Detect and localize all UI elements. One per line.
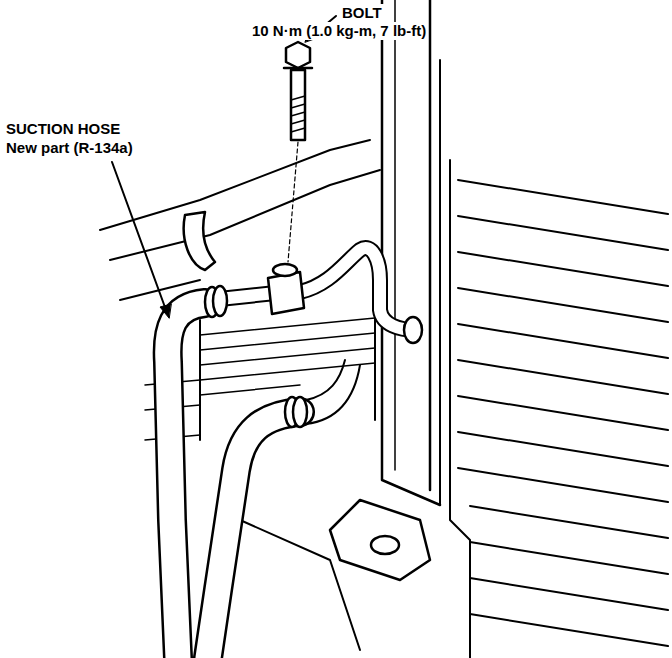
part-label: New part (R-134a) xyxy=(4,139,135,157)
part-label: SUCTION HOSE xyxy=(4,120,122,138)
part-label: BOLT xyxy=(340,4,384,22)
part-label: 10 N·m (1.0 kg-m, 7 lb-ft) xyxy=(250,22,428,40)
